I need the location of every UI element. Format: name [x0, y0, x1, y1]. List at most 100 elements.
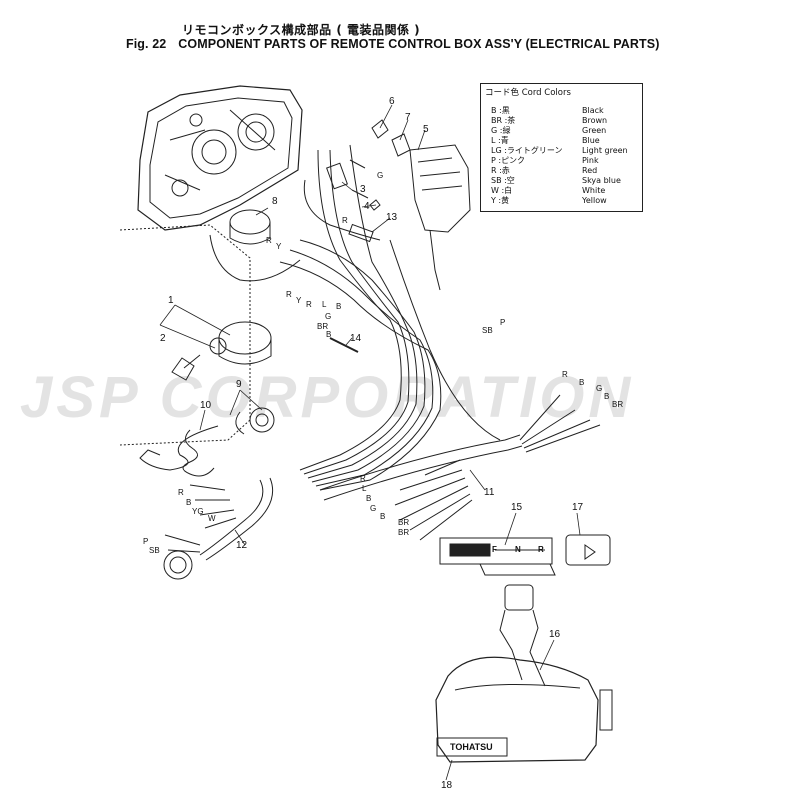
- wire-label-h12-p: P: [143, 537, 149, 546]
- legend-code: Y :黄: [491, 196, 510, 205]
- legend-name: Green: [582, 126, 607, 135]
- wire-label-b-c: B: [326, 330, 332, 339]
- shift-label-n: N: [515, 545, 521, 554]
- wire-label-br-b: BR: [317, 322, 329, 331]
- wire-label-b-b: B: [336, 302, 342, 311]
- legend-name: Brown: [582, 116, 608, 125]
- wire-label-y8: Y: [276, 242, 282, 251]
- legend-name: White: [582, 186, 606, 195]
- shift-label-r: R: [538, 545, 544, 554]
- wire-label-y-a: Y: [296, 296, 302, 305]
- wire-label-h11-b2: B: [380, 512, 386, 521]
- callout-6: 6: [389, 96, 395, 107]
- callout-8: 8: [272, 196, 278, 207]
- wire-label-rr-b: B: [579, 378, 585, 387]
- wire-label-rr-r: R: [562, 370, 568, 379]
- buzzer-8: [229, 209, 271, 245]
- control-box-housing: [119, 85, 303, 446]
- wire-label-h11-b: B: [366, 494, 372, 503]
- wire-label-r-b: R: [306, 300, 312, 309]
- legend-code: P :ピンク: [491, 156, 526, 165]
- wire-label-h11-br1: BR: [398, 518, 410, 527]
- leader-lines: [159, 104, 581, 781]
- legend-row: L :青 Blue: [491, 136, 638, 146]
- callout-17: 17: [572, 502, 584, 513]
- legend-row: G :緑 Green: [491, 126, 638, 136]
- callout-10: 10: [200, 400, 212, 411]
- fuse-13: [348, 223, 374, 243]
- wire-label-h11-g: G: [370, 504, 377, 513]
- wire-label-l-b: L: [322, 300, 327, 309]
- lever-assembly-16: [499, 584, 546, 687]
- wire-label-h12-b: B: [186, 498, 192, 507]
- legend-name: Pink: [582, 156, 599, 165]
- legend-row: Y :黄 Yellow: [491, 196, 638, 206]
- wire-label-g-top: G: [377, 171, 384, 180]
- wire-label-rr-b2: B: [604, 392, 610, 401]
- legend-row: P :ピンク Pink: [491, 156, 638, 166]
- callout-16: 16: [549, 629, 561, 640]
- wire-label-h11-l: L: [362, 484, 367, 493]
- wire-label-rr-g: G: [596, 384, 603, 393]
- legend-code: LG :ライトグリーン: [491, 146, 563, 155]
- legend-name: Skya blue: [582, 176, 621, 185]
- legend-code: R :赤: [491, 166, 510, 175]
- wire-label-r8: R: [266, 236, 272, 245]
- control-panel-18: [435, 656, 613, 763]
- legend-name: Red: [582, 166, 598, 175]
- lanyard-10: [139, 425, 219, 477]
- clip-14: [329, 337, 359, 353]
- callout-4: 4: [364, 201, 370, 212]
- legend-name: Light green: [582, 146, 628, 155]
- callout-11: 11: [484, 487, 495, 498]
- title-japanese: リモコンボックス構成部品 ( 電装品関係 ): [182, 23, 421, 37]
- callout-9: 9: [236, 379, 242, 390]
- relay-parts: [326, 119, 411, 211]
- legend-name: Black: [582, 106, 604, 115]
- callout-1: 1: [168, 295, 174, 306]
- legend-row: B :黒 Black: [491, 106, 638, 116]
- callout-15: 15: [511, 502, 523, 513]
- callout-18: 18: [441, 780, 453, 791]
- legend-name: Yellow: [582, 196, 607, 205]
- figure-number: Fig. 22: [126, 37, 167, 51]
- wire-label-r-top: R: [342, 216, 348, 225]
- main-switch-1: [209, 321, 272, 365]
- legend-name: Blue: [582, 136, 600, 145]
- wire-label-h11-br2: BR: [398, 528, 410, 537]
- figure-title: COMPONENT PARTS OF REMOTE CONTROL BOX AS…: [178, 37, 660, 51]
- wire-label-rr-br: BR: [612, 400, 624, 409]
- legend-code: W :白: [491, 186, 513, 195]
- callout-12: 12: [236, 540, 248, 551]
- legend-code: L :青: [491, 136, 509, 145]
- wiring-bundle: [209, 144, 501, 491]
- legend-row: R :赤 Red: [491, 166, 638, 176]
- wire-label-r-a: R: [286, 290, 292, 299]
- wire-label-p: P: [500, 318, 506, 327]
- cap-17: [565, 534, 611, 566]
- callout-5: 5: [423, 124, 429, 135]
- legend-title: コード色 Cord Colors: [485, 88, 571, 98]
- legend-row: W :白 White: [491, 186, 638, 196]
- key-2: [171, 354, 201, 381]
- callout-2: 2: [160, 333, 166, 344]
- callout-13: 13: [386, 212, 398, 223]
- legend-code: G :緑: [491, 126, 511, 135]
- wire-label-h11-r: R: [360, 474, 366, 483]
- wire-label-sb: SB: [482, 326, 493, 335]
- brand-logo-text: TOHATSU: [450, 742, 493, 752]
- harness-12: [163, 477, 274, 580]
- wire-label-h12-sb: SB: [149, 546, 160, 555]
- wire-label-h12-r: R: [178, 488, 184, 497]
- legend-row: LG :ライトグリーン Light green: [491, 146, 638, 156]
- legend-code: B :黒: [491, 106, 510, 115]
- callout-3: 3: [360, 184, 366, 195]
- shift-label-f: F: [492, 545, 497, 554]
- stop-switch-9: [235, 407, 275, 435]
- legend-code: SB :空: [491, 176, 515, 185]
- callout-7: 7: [405, 112, 411, 123]
